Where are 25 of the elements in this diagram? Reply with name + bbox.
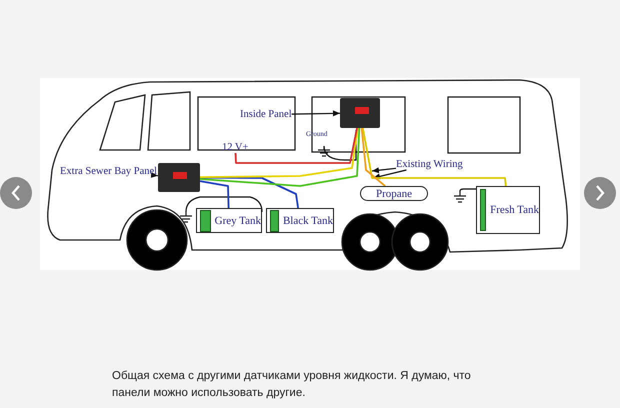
arrow bbox=[292, 110, 340, 116]
tank-label: Black Tank bbox=[282, 214, 333, 226]
wire bbox=[200, 180, 230, 208]
tank-box bbox=[196, 208, 262, 233]
control-panel-picture bbox=[340, 98, 380, 128]
tank-box bbox=[266, 208, 334, 233]
callout-text: Extra Sewer Bay Panel bbox=[60, 166, 158, 177]
arrow bbox=[372, 169, 407, 180]
arrow bbox=[150, 172, 158, 178]
caption: Общая схема с другими датчиками уровня жидкости. Я думаю, что панели можно использовать другие. bbox=[112, 369, 472, 401]
wire bbox=[234, 128, 358, 164]
wire bbox=[200, 128, 359, 178]
tank-label: Grey Tank bbox=[214, 214, 261, 226]
callout-text: Inside Panel bbox=[240, 109, 292, 120]
tank-label: Propane bbox=[376, 188, 412, 200]
wire bbox=[200, 128, 360, 187]
control-panel-picture bbox=[158, 163, 200, 192]
arrow bbox=[372, 167, 396, 174]
wire bbox=[362, 128, 507, 186]
wire bbox=[360, 128, 386, 187]
tank-label: Fresh Tank bbox=[490, 204, 539, 216]
callout-text: Existing Wiring bbox=[396, 159, 463, 170]
propane-tank-box bbox=[360, 186, 428, 201]
wire bbox=[200, 176, 299, 208]
tank-box bbox=[476, 186, 540, 234]
